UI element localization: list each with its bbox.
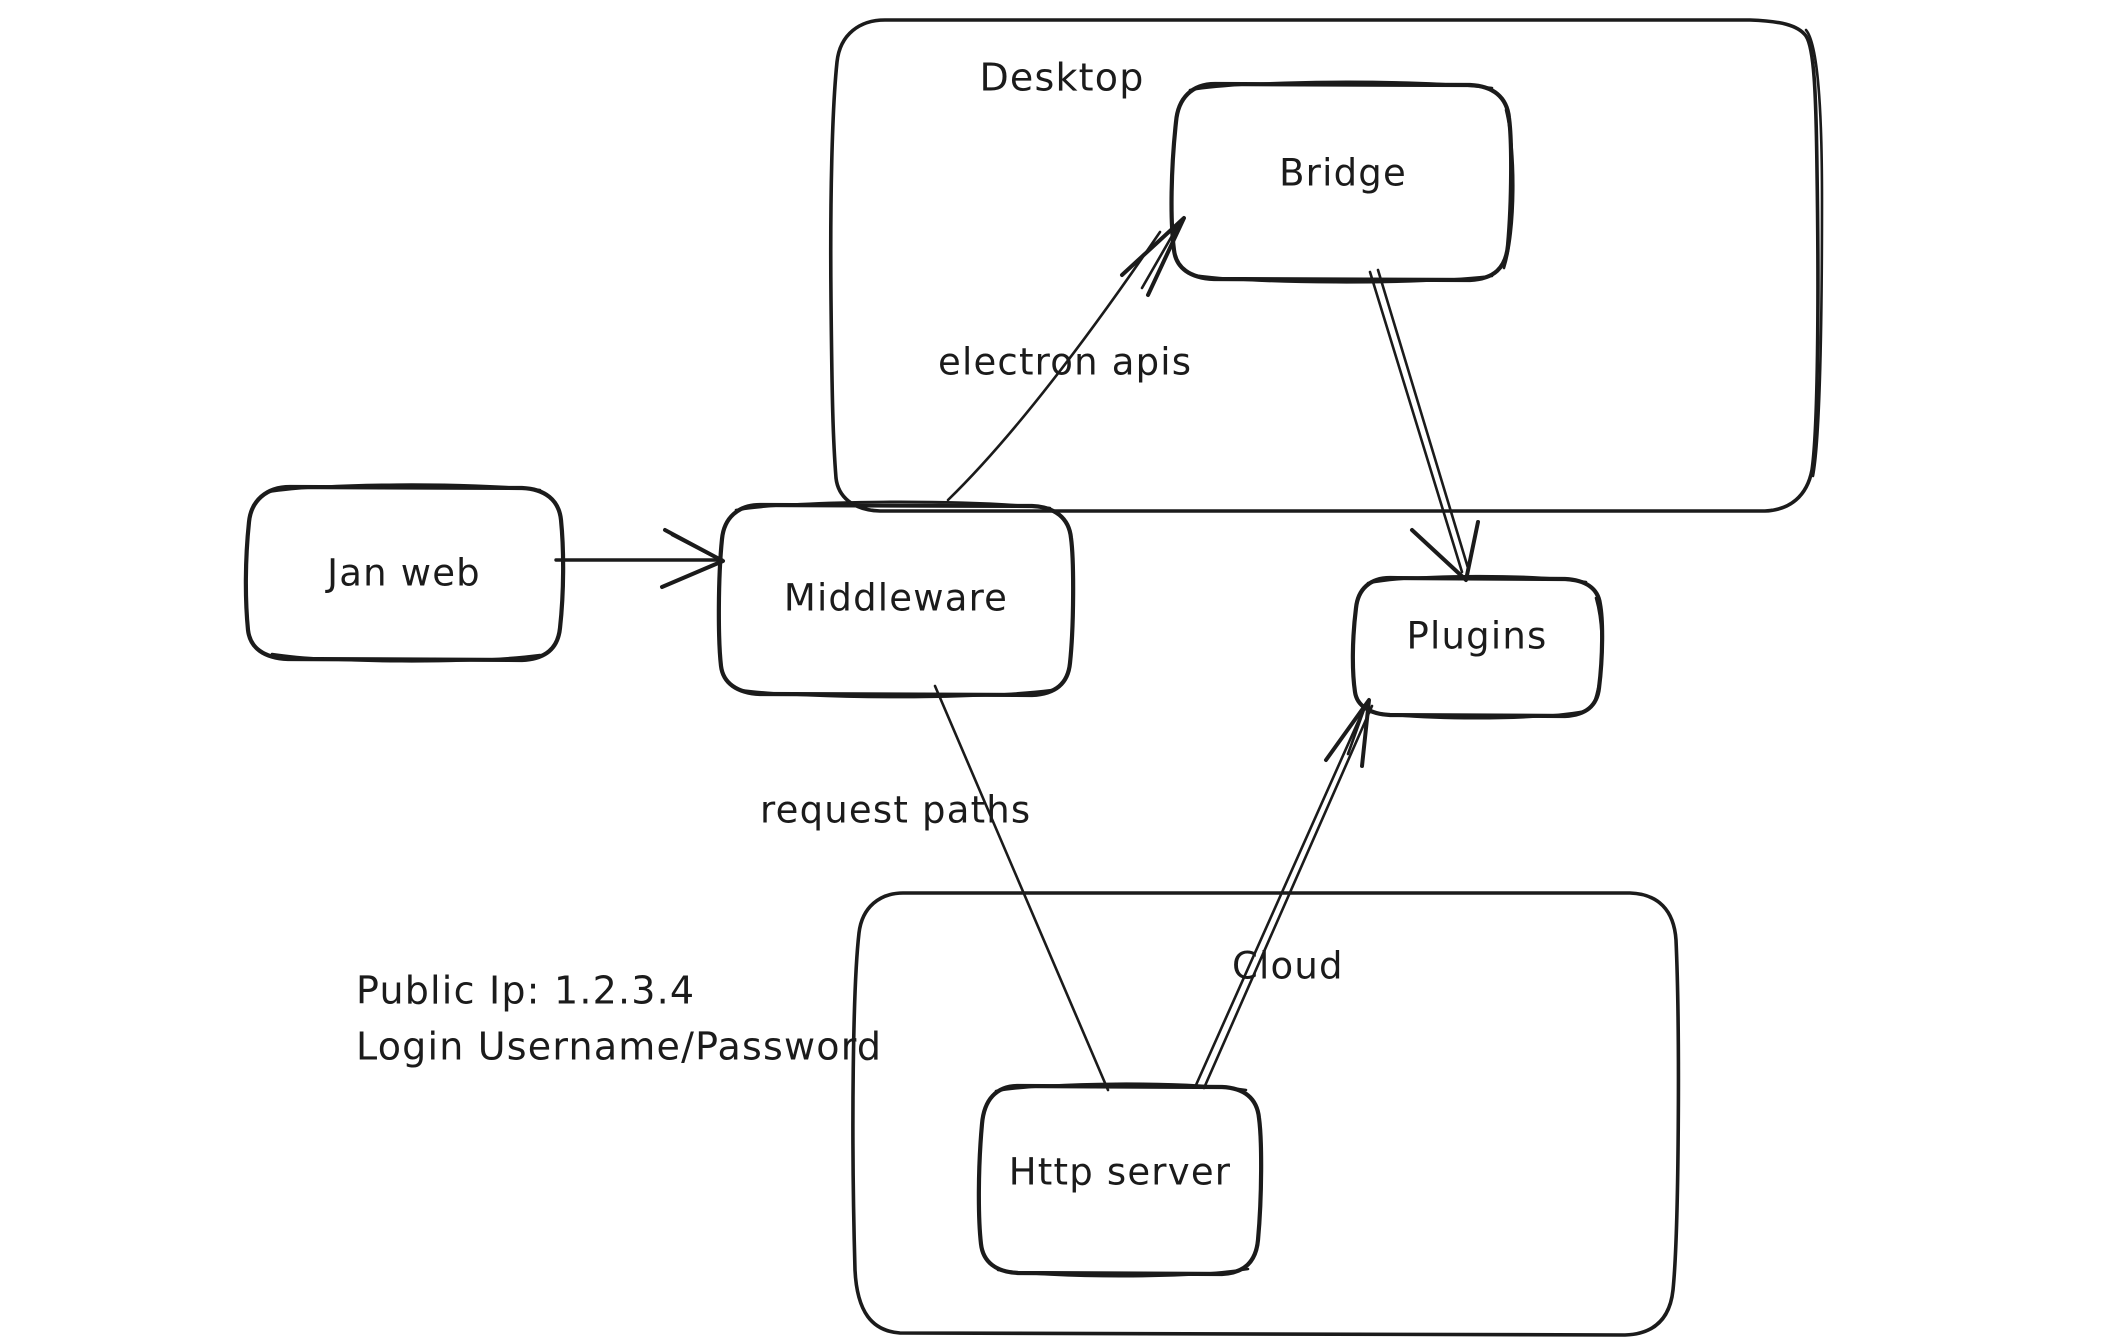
edge-middleware-bridge[interactable]: electron apis [938, 216, 1192, 502]
group-desktop[interactable]: Desktop [828, 18, 1824, 513]
edge-line-httpserver-plugins [1194, 702, 1368, 1087]
arrowhead-plugins-bottomleft-accent [1346, 702, 1368, 756]
node-border-bridge-accent-bottom [1190, 273, 1494, 284]
annotation-notes: Public Ip: 1.2.3.4 Login Username/Passwo… [356, 969, 882, 1069]
node-label-plugins: Plugins [1407, 615, 1548, 658]
edge-line-middleware-httpserver [933, 684, 1110, 1092]
node-http-server[interactable]: Http server [976, 1082, 1264, 1278]
note-login-credentials: Login Username/Password [356, 1025, 882, 1069]
group-cloud[interactable]: Cloud [851, 891, 1681, 1337]
arrowhead-bridge-bottomleft [1120, 216, 1186, 297]
edge-middleware-httpserver[interactable]: request paths [760, 684, 1110, 1092]
group-label-desktop: Desktop [979, 56, 1144, 100]
arrowhead-plugins-top [1410, 520, 1480, 582]
edge-line-bridge-plugins [1368, 270, 1464, 574]
node-border-middleware [716, 502, 1076, 698]
cloud-container-border [851, 891, 1681, 1337]
node-border-middleware-accent-bottom [738, 688, 1054, 699]
node-border-plugins-accent-top [1366, 574, 1588, 585]
node-bridge[interactable]: Bridge [1169, 80, 1515, 284]
node-border-middleware-accent-top [734, 500, 1052, 512]
node-plugins[interactable]: Plugins [1350, 574, 1605, 720]
node-middleware[interactable]: Middleware [716, 500, 1076, 699]
desktop-container-border [828, 18, 1820, 513]
node-border-jan-web-accent-bottom [270, 652, 542, 663]
node-border-jan-web [243, 484, 566, 663]
node-border-bridge-accent-top [1188, 80, 1494, 92]
node-jan-web[interactable]: Jan web [243, 483, 566, 663]
edge-label-electron-apis: electron apis [938, 341, 1192, 384]
arrowhead-plugins-bottomleft [1324, 698, 1371, 768]
node-border-http-server-accent-bottom [996, 1267, 1250, 1278]
node-label-http-server: Http server [1009, 1151, 1231, 1194]
node-label-jan-web: Jan web [325, 552, 481, 595]
edge-httpserver-plugins[interactable] [1194, 698, 1374, 1090]
node-border-plugins [1350, 575, 1605, 719]
edge-line-middleware-bridge [946, 230, 1162, 502]
edge-label-request-paths: request paths [760, 789, 1031, 832]
node-label-bridge: Bridge [1279, 152, 1407, 195]
edge-line-bridge-plugins-accent [1376, 268, 1470, 570]
node-border-plugins-accent-right [1593, 596, 1604, 702]
note-public-ip: Public Ip: 1.2.3.4 [356, 969, 695, 1013]
node-border-jan-web-accent-top [266, 483, 542, 494]
edge-line-httpserver-plugins-accent [1202, 704, 1374, 1090]
node-label-middleware: Middleware [784, 577, 1008, 620]
node-border-http-server-accent-top [994, 1082, 1248, 1093]
edge-bridge-plugins[interactable] [1368, 268, 1480, 582]
node-border-bridge-accent-right [1502, 108, 1515, 270]
node-border-http-server [976, 1083, 1264, 1277]
desktop-container-border-accent [1804, 28, 1824, 478]
edge-janweb-middleware[interactable] [554, 528, 725, 589]
arrowhead-middleware-left-accent [670, 533, 722, 562]
node-border-plugins-accent-bottom [1368, 709, 1588, 720]
